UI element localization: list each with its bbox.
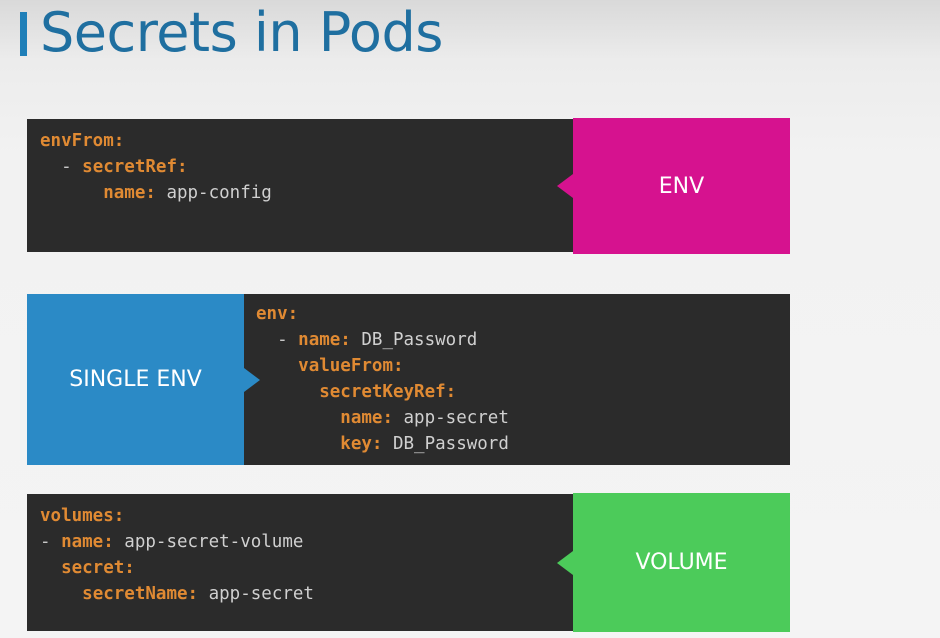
code-line: envFrom: bbox=[40, 131, 125, 151]
title-accent-bar bbox=[20, 12, 27, 56]
code-line: secretName: app-secret bbox=[82, 584, 314, 604]
single-env-code: env: - name: DB_Password valueFrom: secr… bbox=[256, 301, 509, 457]
code-line: - name: DB_Password bbox=[256, 330, 478, 350]
code-line: volumes: bbox=[40, 506, 125, 526]
volume-code-block: volumes: - name: app-secret-volume secre… bbox=[27, 494, 573, 631]
code-line: name: app-secret bbox=[340, 408, 509, 428]
single-env-tag: SINGLE ENV bbox=[27, 294, 260, 465]
volume-tag-label: VOLUME bbox=[635, 550, 728, 575]
code-line: - name: app-secret-volume bbox=[40, 532, 304, 552]
code-line: valueFrom: bbox=[298, 356, 404, 376]
env-code: envFrom: - secretRef: name: app-config bbox=[40, 128, 272, 206]
single-env-tag-label: SINGLE ENV bbox=[69, 367, 202, 392]
code-line: - secretRef: bbox=[40, 157, 188, 177]
env-tag-label: ENV bbox=[658, 173, 705, 199]
code-line: key: DB_Password bbox=[340, 434, 509, 454]
env-tag: ENV bbox=[557, 118, 790, 254]
page-title: Secrets in Pods bbox=[40, 1, 443, 64]
env-code-block: envFrom: - secretRef: name: app-config bbox=[27, 119, 573, 252]
code-line: name: app-config bbox=[103, 183, 272, 203]
single-env-code-block: env: - name: DB_Password valueFrom: secr… bbox=[244, 294, 790, 465]
code-line: env: bbox=[256, 304, 299, 324]
volume-tag: VOLUME bbox=[557, 493, 790, 632]
code-line: secretKeyRef: bbox=[319, 382, 457, 402]
volume-code: volumes: - name: app-secret-volume secre… bbox=[40, 503, 314, 607]
code-line: secret: bbox=[61, 558, 135, 578]
